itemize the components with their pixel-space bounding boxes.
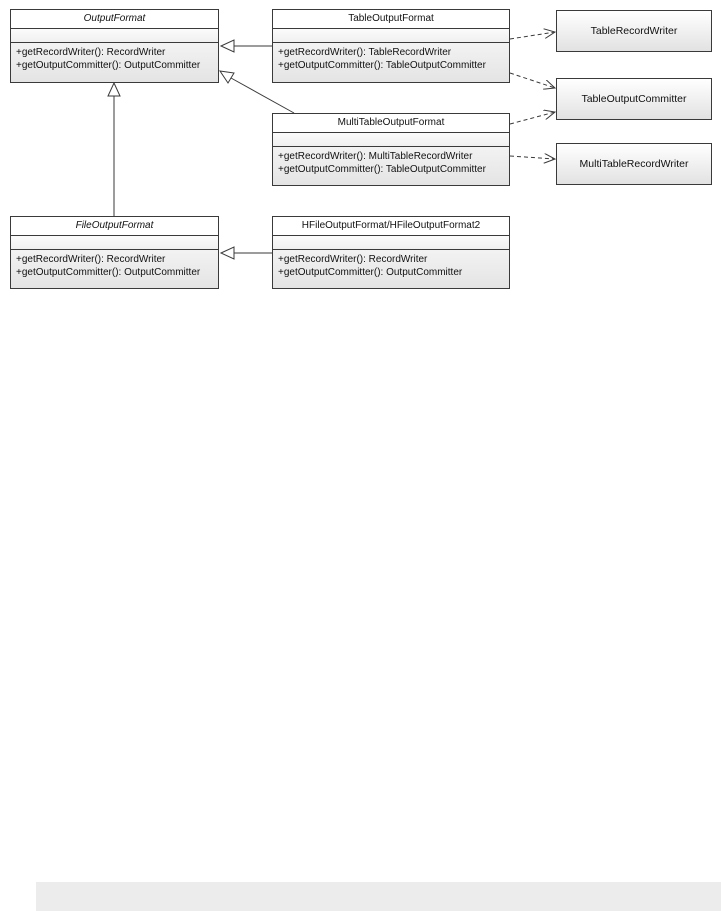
operation: +getRecordWriter(): RecordWriter xyxy=(16,254,166,265)
class-name: OutputFormat xyxy=(11,10,218,29)
box-table-record-writer: TableRecordWriter xyxy=(556,10,712,52)
class-table-output-format: TableOutputFormat +getRecordWriter(): Ta… xyxy=(272,9,510,83)
bottom-bar xyxy=(36,882,721,911)
class-name: HFileOutputFormat/HFileOutputFormat2 xyxy=(273,217,509,236)
generalization-multitable-to-output xyxy=(218,70,295,114)
dependency-table-to-recordwriter xyxy=(509,32,555,40)
operation: +getOutputCommitter(): OutputCommitter xyxy=(16,266,201,278)
class-name: FileOutputFormat xyxy=(11,217,218,236)
operation: +getRecordWriter(): RecordWriter xyxy=(278,254,428,265)
operation: +getOutputCommitter(): OutputCommitter xyxy=(16,59,201,71)
class-multi-table-output-format: MultiTableOutputFormat +getRecordWriter(… xyxy=(272,113,510,186)
attributes-section xyxy=(273,133,509,147)
operations-section: +getRecordWriter(): RecordWriter +getOut… xyxy=(11,43,218,72)
generalization-table-to-output xyxy=(219,39,272,53)
dependency-multitable-to-recordwriter xyxy=(509,156,555,159)
generalization-hfile-to-file xyxy=(219,246,272,260)
operation: +getRecordWriter(): RecordWriter xyxy=(16,47,166,58)
box-label: TableOutputCommitter xyxy=(581,93,687,105)
dependency-table-to-committer xyxy=(509,72,555,88)
box-label: TableRecordWriter xyxy=(590,25,678,37)
box-table-output-committer: TableOutputCommitter xyxy=(556,78,712,120)
box-label: MultiTableRecordWriter xyxy=(579,158,689,170)
class-name: MultiTableOutputFormat xyxy=(273,114,509,133)
class-name: TableOutputFormat xyxy=(273,10,509,29)
relation-lines xyxy=(107,0,721,260)
class-hfile-output-format: HFileOutputFormat/HFileOutputFormat2 +ge… xyxy=(272,216,510,289)
attributes-section xyxy=(273,236,509,250)
attributes-section xyxy=(273,29,509,43)
operation: +getRecordWriter(): TableRecordWriter xyxy=(278,47,452,58)
dependency-multitable-to-committer xyxy=(509,112,555,125)
operations-section: +getRecordWriter(): MultiTableRecordWrit… xyxy=(273,147,509,176)
attributes-section xyxy=(11,236,218,250)
class-file-output-format: FileOutputFormat +getRecordWriter(): Rec… xyxy=(10,216,219,289)
generalization-file-to-output xyxy=(107,81,121,216)
operations-section: +getRecordWriter(): RecordWriter +getOut… xyxy=(11,250,218,279)
operations-section: +getRecordWriter(): RecordWriter +getOut… xyxy=(273,250,509,279)
operation: +getOutputCommitter(): TableOutputCommit… xyxy=(278,59,486,71)
operation: +getOutputCommitter(): TableOutputCommit… xyxy=(278,163,486,175)
operation: +getRecordWriter(): MultiTableRecordWrit… xyxy=(278,151,473,162)
operations-section: +getRecordWriter(): TableRecordWriter +g… xyxy=(273,43,509,72)
class-output-format: OutputFormat +getRecordWriter(): RecordW… xyxy=(10,9,219,83)
box-multi-table-record-writer: MultiTableRecordWriter xyxy=(556,143,712,185)
attributes-section xyxy=(11,29,218,43)
operation: +getOutputCommitter(): OutputCommitter xyxy=(278,266,463,278)
